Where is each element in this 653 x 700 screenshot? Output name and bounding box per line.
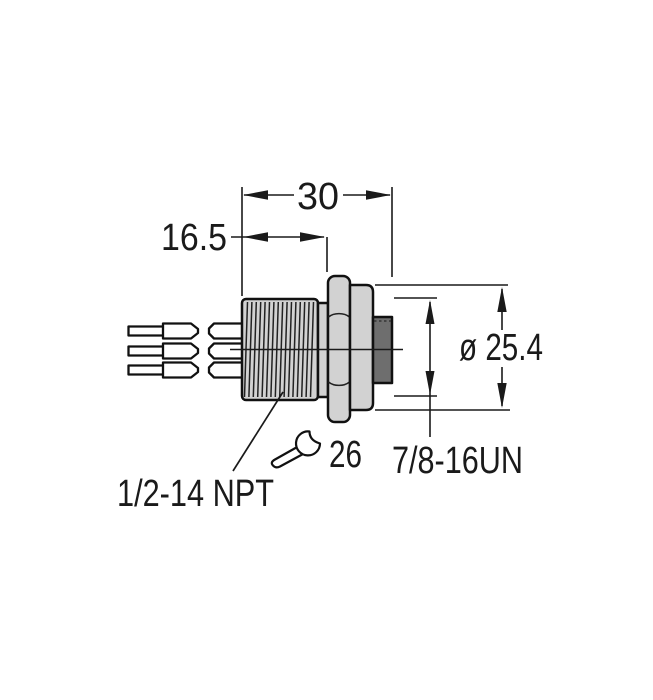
wire-row xyxy=(127,342,245,360)
wire-row xyxy=(127,361,245,379)
mounting-thread-callout: 1/2-14 NPT xyxy=(117,391,284,515)
connector-body xyxy=(230,274,403,424)
flange xyxy=(348,283,375,412)
wire-row xyxy=(127,322,245,340)
leader-line xyxy=(232,391,284,472)
wrench-icon xyxy=(270,430,322,469)
wire-leads xyxy=(127,322,245,379)
dim-overall-length-text: 30 xyxy=(297,176,339,218)
dimension-overall-length: 30 xyxy=(241,176,393,296)
dimension-thread-length: 16.5 xyxy=(161,217,328,272)
dimension-flange-diameter: ø 25.4 xyxy=(375,284,543,411)
wrench-size-callout: 26 xyxy=(270,430,362,476)
dim-flange-diameter-text: ø 25.4 xyxy=(459,327,543,369)
dim-thread-length-text: 16.5 xyxy=(161,217,227,259)
coupling-thread-label: 7/8-16UN xyxy=(392,440,523,482)
dimension-coupling-thread: 7/8-16UN xyxy=(392,297,523,482)
wrench-size-text: 26 xyxy=(329,434,362,476)
mounting-thread-label: 1/2-14 NPT xyxy=(117,473,274,515)
